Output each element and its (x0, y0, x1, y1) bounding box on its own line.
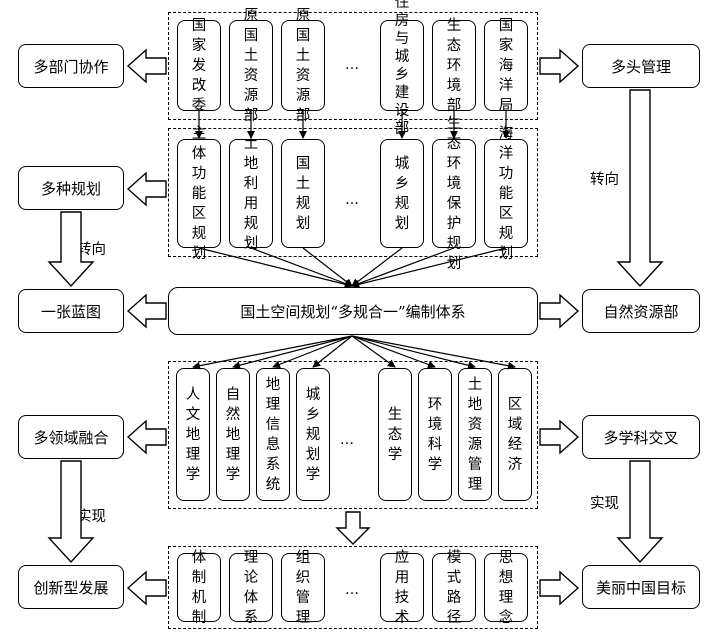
turn-label-right: 转向 (590, 172, 619, 188)
plan-to-center-arrow (250, 247, 353, 288)
hollow-arrow-down-center (335, 511, 371, 545)
plan-to-center-arrow (351, 247, 403, 287)
dept-land-resources-1: 原国土资源部 (229, 8, 273, 124)
hollow-arrow-right (539, 293, 580, 329)
innovation-theory: 理论体系 (229, 550, 273, 626)
discipline-gis: 地理信息系统 (256, 368, 290, 501)
discipline-urban-planning: 城乡规划学 (296, 368, 330, 501)
center-to-discipline-arrow (232, 335, 353, 370)
hollow-arrow-down-left (47, 211, 95, 288)
plan-to-center-arrow (198, 247, 353, 289)
multiple-plans: 多种规划 (18, 166, 124, 210)
innovation-ideas: 思想理念 (484, 550, 528, 626)
discipline-human-geography: 人文地理学 (176, 368, 210, 501)
plan-urban-rural: 城乡规划 (380, 139, 424, 248)
plan-land-use: 土地利用规划 (229, 136, 273, 252)
plan-to-center-arrow (351, 247, 507, 289)
dept-ndrc: 国家发改委 (177, 18, 221, 114)
discipline-land-resource-management: 土地资源管理 (458, 368, 492, 501)
innovation-institution: 体制机制 (177, 550, 221, 626)
realize-label-left: 实现 (77, 509, 106, 525)
multi-domain-fusion: 多领域融合 (18, 415, 124, 459)
hollow-arrow-down-right (616, 89, 664, 288)
hollow-arrow-down-left (47, 460, 95, 564)
innovative-development: 创新型发展 (18, 565, 124, 609)
center-to-discipline-arrow (192, 335, 353, 370)
dept-ocean: 国家海洋局 (484, 18, 528, 114)
multi-head-management: 多头管理 (582, 44, 700, 88)
interdisciplinary: 多学科交叉 (582, 415, 700, 459)
discipline-regional-economics: 区域经济 (498, 368, 532, 501)
hollow-arrow-right (539, 48, 580, 84)
hollow-arrow-left (126, 293, 167, 329)
plan-national-land: 国土规划 (281, 139, 325, 248)
discipline-ecology: 生态学 (378, 368, 412, 501)
plan-ocean-function: 海洋功能区规划 (484, 126, 528, 262)
hollow-arrow-right (539, 570, 580, 606)
hollow-arrow-right (539, 419, 580, 455)
multi-dept-collaboration: 多部门协作 (18, 44, 124, 88)
plan-ellipsis: … (345, 192, 359, 208)
plan-main-function: 主体功能区规划 (177, 126, 221, 262)
turn-label-left: 转向 (77, 242, 106, 258)
center-to-discipline-arrow (351, 335, 396, 368)
ministry-natural-resources: 自然资源部 (582, 289, 700, 333)
center-to-discipline-arrow (351, 335, 476, 370)
departments-group (168, 12, 538, 120)
integrated-planning-system: 国土空间规划“多规合一”编制体系 (168, 287, 538, 335)
hollow-arrow-left (126, 171, 167, 207)
discipline-ellipsis: … (340, 432, 354, 448)
center-to-discipline-arrow (351, 335, 436, 369)
center-to-discipline-arrow (312, 335, 353, 368)
discipline-physical-geography: 自然地理学 (216, 368, 250, 501)
disciplines-group (168, 361, 538, 509)
innovation-mode-path: 模式路径 (432, 550, 476, 626)
plan-to-center-arrow (302, 247, 353, 287)
one-blueprint: 一张蓝图 (18, 289, 124, 333)
discipline-environmental-science: 环境科学 (418, 368, 452, 501)
plan-to-center-arrow (351, 247, 455, 288)
innovation-technology: 应用技术 (380, 550, 424, 626)
dept-ecology: 生态环境部 (432, 18, 476, 114)
hollow-arrow-left (126, 48, 167, 84)
hollow-arrow-left (126, 570, 167, 606)
center-to-discipline-arrow (351, 335, 516, 370)
innovation-ellipsis: … (345, 582, 359, 598)
hollow-arrow-left (126, 419, 167, 455)
innovations-group (168, 546, 538, 629)
hollow-arrow-down-right (616, 460, 664, 564)
plans-group (168, 128, 538, 257)
beautiful-china-goal: 美丽中国目标 (582, 565, 700, 609)
center-to-discipline-arrow (272, 335, 353, 369)
dept-ellipsis: … (345, 57, 359, 73)
dept-land-resources-2: 原国土资源部 (281, 8, 325, 124)
realize-label-right: 实现 (590, 496, 619, 512)
innovation-organization: 组织管理 (281, 550, 325, 626)
